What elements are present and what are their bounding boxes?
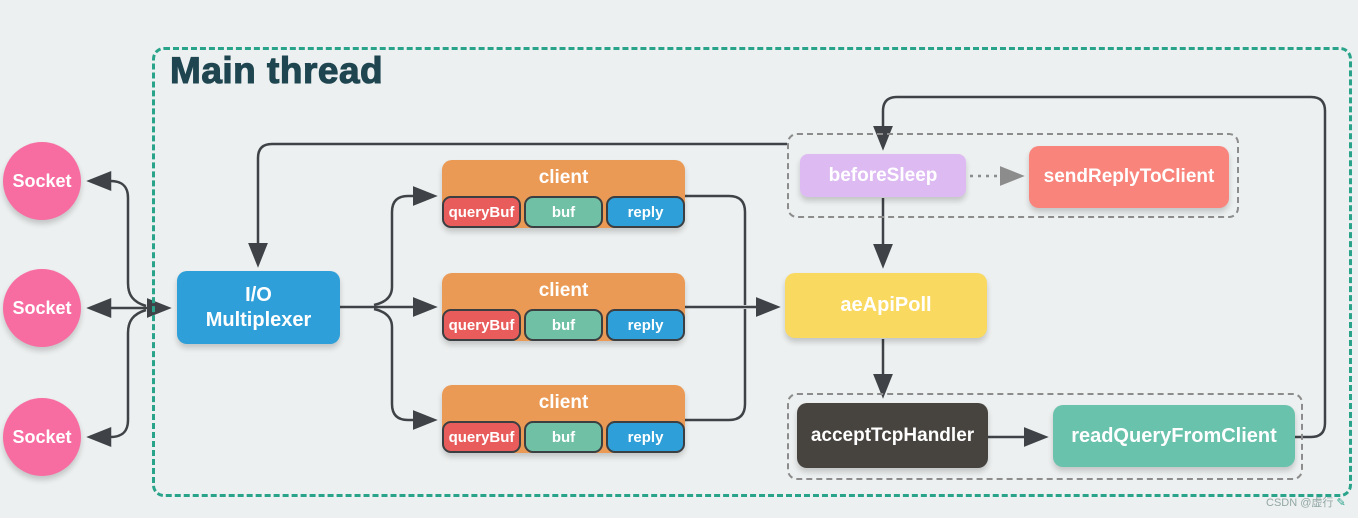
io-multiplexer-node: I/O Multiplexer <box>177 271 340 344</box>
reply-field: reply <box>606 309 685 341</box>
socket-node-1: Socket <box>3 142 81 220</box>
client-fields: queryBuf buf reply <box>442 421 685 453</box>
arrow-socket-top <box>86 171 147 308</box>
arrow-multiplexer-to-client-bottom <box>373 307 438 430</box>
wire-client-bottom-merge <box>685 309 747 422</box>
beforesleep-group-frame <box>787 133 1239 218</box>
arrow-beforesleep-to-multiplexer <box>248 142 787 268</box>
client-title: client <box>538 280 589 301</box>
watermark: CSDN @虚行 ✎ <box>1266 494 1346 510</box>
readqueryfromclient-label: readQueryFromClient <box>1071 424 1277 447</box>
socket-label: Socket <box>12 170 72 191</box>
accepttcphandler-node: acceptTcpHandler <box>797 403 988 468</box>
socket-node-2: Socket <box>3 269 81 347</box>
watermark-pen-icon: ✎ <box>1336 497 1346 509</box>
sendreplytoclient-label: sendReplyToClient <box>1043 166 1215 187</box>
accepthandler-group-frame <box>787 393 1303 480</box>
arrow-readquery-loop-to-beforesleep <box>873 95 1327 439</box>
accepttcphandler-label: acceptTcpHandler <box>810 424 975 446</box>
aeapipoll-node: aeApiPoll <box>785 273 987 338</box>
client-fields: queryBuf buf reply <box>442 309 685 341</box>
socket-label: Socket <box>12 426 72 447</box>
readqueryfromclient-node: readQueryFromClient <box>1053 405 1295 467</box>
buf-field: buf <box>524 309 603 341</box>
client-title: client <box>538 167 589 188</box>
arrow-multiplexer-to-client-top <box>373 186 438 307</box>
main-thread-frame <box>152 47 1352 497</box>
client-fields: queryBuf buf reply <box>442 196 685 228</box>
client-node-1: client queryBuf buf reply <box>442 160 685 228</box>
client-title: client <box>538 392 589 413</box>
main-thread-title: Main thread <box>169 49 384 91</box>
querybuf-field: queryBuf <box>442 196 521 228</box>
reply-field: reply <box>606 196 685 228</box>
beforesleep-label: beforeSleep <box>828 164 938 186</box>
client-node-2: client queryBuf buf reply <box>442 273 685 341</box>
querybuf-field: queryBuf <box>442 309 521 341</box>
aeapipoll-label: aeApiPoll <box>840 294 932 316</box>
socket-node-3: Socket <box>3 398 81 476</box>
querybuf-field: queryBuf <box>442 421 521 453</box>
reply-field: reply <box>606 421 685 453</box>
client-node-3: client queryBuf buf reply <box>442 385 685 453</box>
buf-field: buf <box>524 196 603 228</box>
sendreplytoclient-node: sendReplyToClient <box>1029 146 1229 208</box>
buf-field: buf <box>524 421 603 453</box>
wire-client-top-merge <box>685 194 747 305</box>
beforesleep-node: beforeSleep <box>800 154 966 197</box>
watermark-text: CSDN @虚行 <box>1266 497 1334 509</box>
arrow-socket-bottom <box>86 308 147 447</box>
io-multiplexer-label: I/O Multiplexer <box>205 283 312 331</box>
socket-label: Socket <box>12 297 72 318</box>
